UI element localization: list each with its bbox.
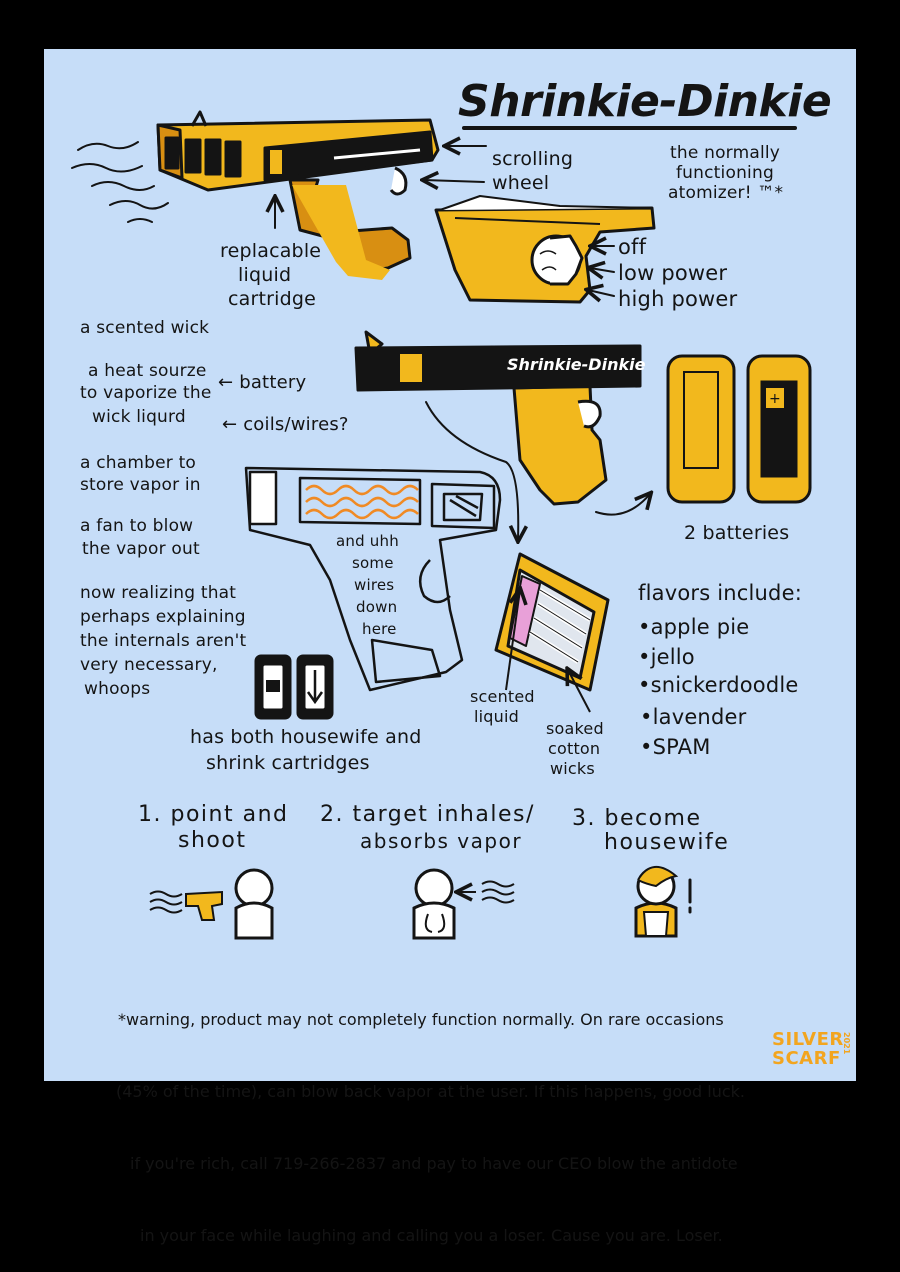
warning-line: if you're rich, call 719-266-2837 and pa… [130, 1154, 738, 1173]
flavor-item: •SPAM [640, 735, 711, 759]
atomizer-note: functioning [676, 163, 774, 183]
fan-label: a fan to blow [80, 516, 194, 536]
cartridge-icons [254, 654, 334, 720]
gun-brand-label: Shrinkie-Dinkie [507, 355, 646, 374]
step-2-line: absorbs vapor [360, 829, 523, 853]
realizing-note: very necessary, [80, 655, 218, 675]
artist-logo: SILVER SCARF [772, 1030, 844, 1068]
wires-note: down [356, 598, 398, 616]
logo-year: 2021 [842, 1032, 851, 1055]
callout-arrows [275, 146, 650, 540]
fan-label: the vapor out [82, 539, 200, 559]
realizing-note: now realizing that [80, 583, 237, 603]
chamber-label: store vapor in [80, 475, 201, 495]
wires-note: wires [354, 576, 395, 594]
scented-wick-label: a scented wick [80, 318, 210, 338]
warning-line: *warning, product may not completely fun… [118, 1010, 724, 1029]
step-1-line: 1. point and [138, 802, 289, 827]
coils-callout: ← coils/wires? [222, 414, 349, 435]
heat-source-label: to vaporize the [80, 383, 212, 403]
warning-footnote: *warning, product may not completely fun… [116, 960, 745, 1272]
warning-line: in your face while laughing and calling … [140, 1226, 723, 1245]
soaked-wicks-label: soaked [546, 719, 604, 738]
step-1-line: shoot [178, 828, 247, 853]
soaked-wicks-label: wicks [550, 759, 595, 778]
soaked-wicks-label: cotton [548, 739, 601, 758]
step3-housewife-icon [634, 866, 692, 938]
scrolling-wheel-label: scrolling [492, 148, 574, 170]
poster-artwork: + [71, 110, 812, 940]
realizing-note: perhaps explaining [80, 607, 246, 627]
power-high-label: high power [618, 287, 738, 311]
both-cartridges-note: shrink cartridges [206, 752, 370, 774]
heat-source-label: a heat sourze [88, 361, 207, 381]
atomizer-note: atomizer! ™* [668, 183, 784, 203]
step-3-line: 3. become [572, 806, 702, 831]
title-underline [462, 126, 797, 130]
cartridge-callout-arrows [505, 590, 591, 713]
flavor-item: •jello [638, 645, 695, 669]
power-off-label: off [618, 235, 647, 259]
flavor-item: •lavender [640, 705, 747, 729]
battery-callout: ← battery [218, 372, 307, 393]
cartridge-label: liquid [238, 264, 292, 286]
scrolling-wheel-label: wheel [492, 172, 550, 194]
step-3-line: housewife [604, 830, 730, 855]
cartridge-label: replacable [220, 240, 322, 262]
gun-cutaway-diagram [244, 466, 502, 692]
step-2-line: 2. target inhales/ [320, 802, 535, 827]
flavors-title: flavors include: [638, 581, 802, 605]
atomizer-note: the normally [670, 143, 781, 163]
cartridge-label: cartridge [228, 288, 317, 310]
heating-coils-icon [305, 484, 419, 520]
realizing-note: whoops [84, 679, 151, 699]
chamber-label: a chamber to [80, 453, 197, 473]
scented-liquid-label: scented [470, 687, 535, 706]
step1-shoot-icon [149, 868, 274, 940]
gun-side-view-illustration [156, 110, 440, 280]
wires-note: some [352, 554, 394, 572]
realizing-note: the internals aren't [80, 631, 247, 651]
warning-line: (45% of the time), can blow back vapor a… [116, 1082, 745, 1101]
wind-lines-icon [71, 141, 169, 223]
gun-labeled-illustration [354, 330, 642, 506]
flavor-item: •snickerdoodle [638, 673, 799, 697]
wires-note: here [362, 620, 397, 638]
heat-source-label: wick liqurd [92, 407, 186, 427]
cartridge-wicks-illustration [494, 552, 610, 692]
svg-text:+: + [769, 391, 781, 407]
flavor-item: •apple pie [638, 615, 750, 639]
batteries-label: 2 batteries [684, 522, 790, 544]
both-cartridges-note: has both housewife and [190, 726, 422, 748]
wires-note: and uhh [336, 532, 399, 550]
batteries-illustration: + [666, 354, 812, 504]
logo-line: SILVER [772, 1029, 844, 1050]
logo-line: SCARF [772, 1048, 841, 1069]
page-title: Shrinkie-Dinkie [458, 76, 832, 127]
scented-liquid-label: liquid [474, 707, 519, 726]
step2-inhale-icon [412, 868, 515, 940]
gun-wheel-closeup-illustration [434, 195, 656, 304]
power-low-label: low power [618, 261, 728, 285]
